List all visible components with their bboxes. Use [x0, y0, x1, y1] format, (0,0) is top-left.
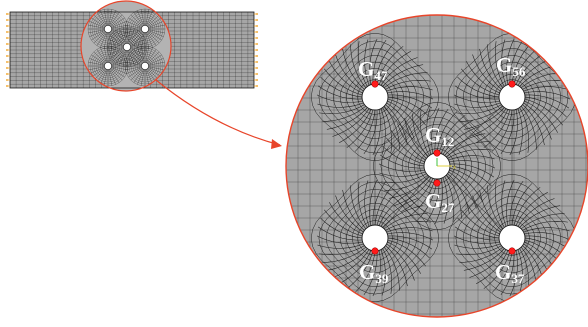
node-label-sub: 27 [441, 200, 455, 215]
node-label-n27: G27 [425, 189, 455, 215]
zoom-source-circle [80, 0, 172, 92]
node-marker-n39 [371, 247, 379, 255]
left-boundary-markers [6, 13, 10, 87]
node-marker-n56 [508, 80, 516, 88]
zoomed-holes [361, 83, 526, 252]
node-label-main: G [359, 260, 375, 284]
overview-holes [104, 25, 149, 70]
overview-plate [6, 0, 258, 92]
axis-triad: x [436, 158, 456, 171]
node-marker-n12 [433, 149, 441, 157]
node-label-main: G [425, 189, 441, 213]
node-label-n12: G12 [425, 123, 454, 149]
right-boundary-markers [254, 13, 258, 87]
svg-text:x: x [453, 165, 456, 171]
node-label-sub: 47 [374, 68, 388, 83]
node-label-n39: G39 [359, 260, 389, 286]
node-label-sub: 12 [441, 134, 454, 149]
node-label-n37: G37 [495, 260, 525, 286]
callout-arrow [155, 79, 282, 149]
node-label-n56: G56 [496, 53, 526, 79]
node-marker-n37 [508, 247, 516, 255]
node-label-sub: 56 [512, 64, 526, 79]
node-label-sub: 39 [375, 271, 389, 286]
node-label-main: G [496, 53, 512, 77]
node-label-sub: 37 [511, 271, 525, 286]
highlighted-nodes [371, 80, 516, 255]
node-marker-n47 [371, 80, 379, 88]
node-marker-n27 [433, 179, 441, 187]
node-label-main: G [358, 57, 374, 81]
node-label-main: G [495, 260, 511, 284]
zoom-outline [285, 14, 588, 318]
node-label-n47: G47 [358, 57, 388, 83]
node-label-main: G [425, 123, 441, 147]
